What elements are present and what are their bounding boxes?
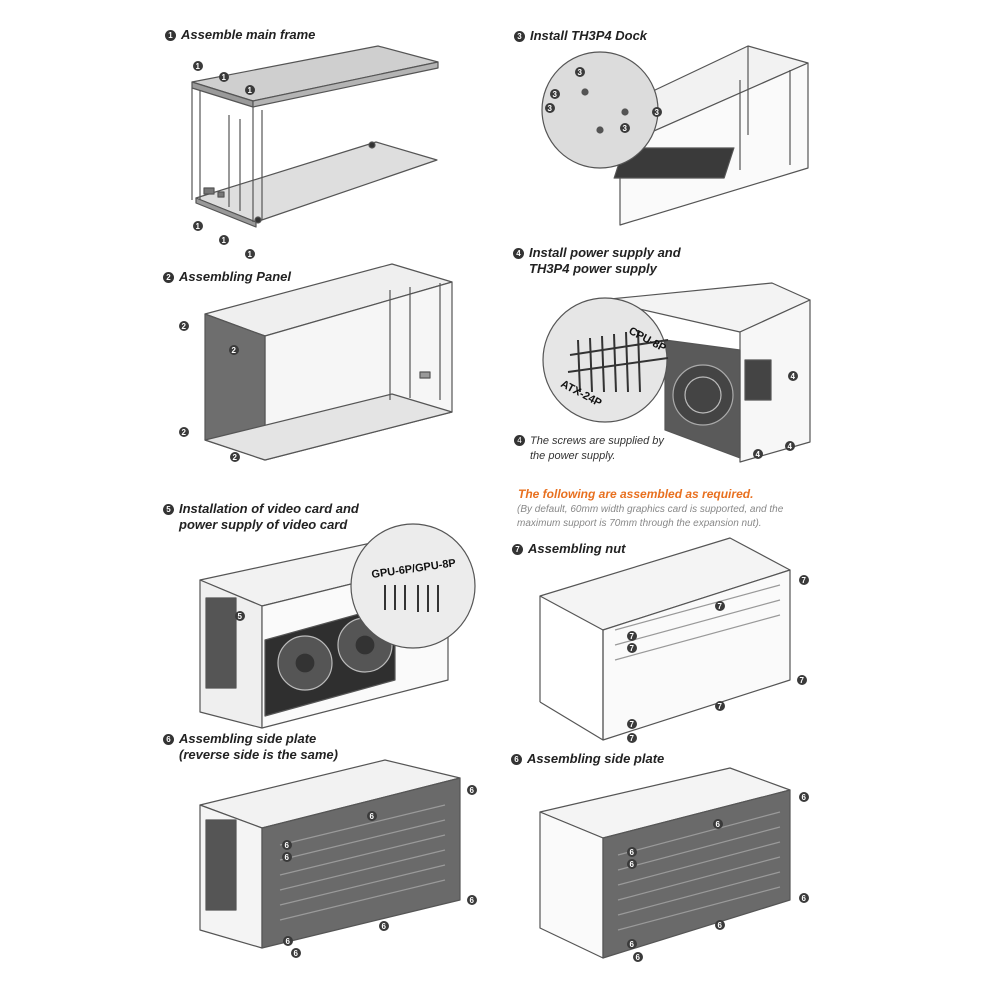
step-5-title: 5 Installation of video card and power su…	[163, 501, 359, 533]
step-number-badge: 6	[511, 754, 522, 765]
step-4-label-line2: TH3P4 power supply	[529, 261, 657, 276]
step-number-badge: 5	[163, 504, 174, 515]
svg-text:7: 7	[630, 720, 635, 729]
step-6a-label-line1: Assembling side plate	[179, 731, 317, 746]
svg-text:1: 1	[248, 250, 253, 259]
svg-text:2: 2	[232, 346, 237, 355]
svg-text:3: 3	[655, 108, 660, 117]
step-4-note-line1: The screws are supplied by	[530, 435, 664, 447]
step-3-dock-illustration: 3 3 3 3 3	[541, 45, 809, 226]
step-1-frame-illustration: 1 1 1 1 1 1	[191, 45, 439, 259]
step-2-title: 2 Assembling Panel	[163, 269, 291, 285]
step-2-panel-illustration: 2 2 2 2	[179, 263, 453, 462]
svg-text:6: 6	[630, 848, 635, 857]
step-5-label-line1: Installation of video card and	[179, 501, 359, 516]
svg-text:1: 1	[196, 62, 201, 71]
svg-text:2: 2	[182, 428, 187, 437]
step-6b-label: Assembling side plate	[527, 751, 665, 766]
step-5-gpu-illustration: GPU-6P/GPU-8P 5	[199, 523, 476, 729]
step-6a-title: 6 Assembling side plate (reverse side is …	[163, 731, 338, 763]
step-7-title: 7 Assembling nut	[512, 541, 626, 557]
svg-text:3: 3	[623, 124, 628, 133]
svg-text:6: 6	[286, 937, 291, 946]
svg-text:7: 7	[630, 644, 635, 653]
svg-text:2: 2	[233, 453, 238, 462]
svg-text:4: 4	[788, 442, 793, 451]
step-number-badge: 6	[163, 734, 174, 745]
svg-text:1: 1	[196, 222, 201, 231]
svg-text:4: 4	[791, 372, 796, 381]
step-3-title: 3 Install TH3P4 Dock	[514, 28, 647, 44]
svg-text:6: 6	[630, 940, 635, 949]
svg-text:6: 6	[802, 894, 807, 903]
svg-text:5: 5	[238, 612, 243, 621]
step-4-title: 4 Install power supply and TH3P4 power su…	[513, 245, 681, 277]
required-note-line1: (By default, 60mm width graphics card is…	[517, 504, 784, 515]
step-6a-sideplate-illustration: 6 6 6 6 6 6 6 6	[199, 759, 477, 958]
svg-text:6: 6	[294, 949, 299, 958]
svg-text:4: 4	[756, 450, 761, 459]
svg-text:6: 6	[470, 786, 475, 795]
step-5-label-line2: power supply of video card	[179, 517, 348, 532]
step-number-badge: 3	[514, 31, 525, 42]
svg-text:7: 7	[718, 602, 723, 611]
step-7-nut-illustration: 7 7 7 7 7 7 7 7	[539, 537, 809, 743]
svg-text:1: 1	[222, 236, 227, 245]
required-note: (By default, 60mm width graphics card is…	[517, 503, 783, 531]
step-number-badge: 7	[512, 544, 523, 555]
step-4-note-line2: the power supply.	[530, 450, 616, 462]
step-2-label: Assembling Panel	[179, 269, 291, 284]
step-number-badge: 4	[514, 435, 525, 446]
svg-text:6: 6	[285, 853, 290, 862]
svg-text:6: 6	[382, 922, 387, 931]
svg-text:6: 6	[716, 820, 721, 829]
step-7-label: Assembling nut	[528, 541, 626, 556]
svg-text:3: 3	[553, 90, 558, 99]
svg-text:3: 3	[578, 68, 583, 77]
svg-text:7: 7	[802, 576, 807, 585]
svg-text:7: 7	[718, 702, 723, 711]
step-4-psu-illustration: CPU-8P ATX-24P 4 4 4	[542, 282, 811, 463]
svg-text:6: 6	[285, 841, 290, 850]
svg-text:1: 1	[248, 86, 253, 95]
svg-text:7: 7	[630, 632, 635, 641]
svg-text:6: 6	[802, 793, 807, 802]
step-4-note: 4 The screws are supplied by the power su…	[514, 434, 664, 464]
step-number-badge: 2	[163, 272, 174, 283]
step-4-label-line1: Install power supply and	[529, 245, 681, 260]
step-3-label: Install TH3P4 Dock	[530, 28, 648, 43]
step-1-label: Assemble main frame	[181, 27, 316, 42]
svg-text:1: 1	[222, 73, 227, 82]
gpu-card	[264, 603, 396, 717]
step-6b-sideplate-illustration: 6 6 6 6 6 6 6 6	[539, 767, 809, 962]
required-title: The following are assembled as required.	[518, 487, 754, 501]
step-6a-label-line2: (reverse side is the same)	[179, 747, 338, 762]
required-note-line2: maximum support is 70mm through the expa…	[517, 518, 762, 529]
svg-text:7: 7	[800, 676, 805, 685]
step-number-badge: 1	[165, 30, 176, 41]
svg-text:3: 3	[548, 104, 553, 113]
svg-text:6: 6	[370, 812, 375, 821]
svg-text:6: 6	[470, 896, 475, 905]
svg-text:6: 6	[718, 921, 723, 930]
step-1-title: 1 Assemble main frame	[165, 27, 315, 43]
step-6b-title: 6 Assembling side plate	[511, 751, 664, 767]
svg-text:7: 7	[630, 734, 635, 743]
svg-text:6: 6	[630, 860, 635, 869]
svg-text:6: 6	[636, 953, 641, 962]
svg-text:2: 2	[182, 322, 187, 331]
step-number-badge: 4	[513, 248, 524, 259]
